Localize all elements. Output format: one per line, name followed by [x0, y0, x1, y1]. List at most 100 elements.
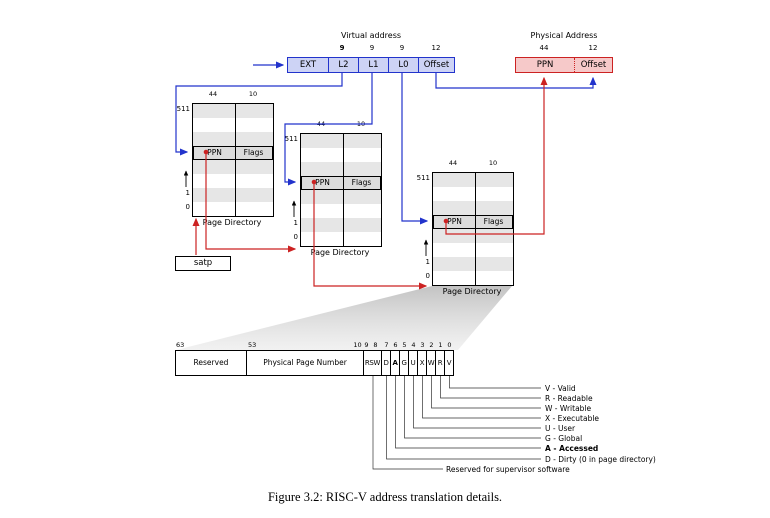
va-l0-bitwidth: 9 [399, 44, 405, 52]
physical-address-title: Physical Address [530, 31, 598, 40]
satp-register: satp [175, 256, 231, 271]
pte-bit-5: 5 [402, 341, 407, 349]
pd-row [433, 201, 513, 215]
pd3-index-0: 0 [425, 272, 430, 280]
pte-field-u: U [409, 350, 418, 376]
pd1-table: PPN Flags [192, 103, 274, 217]
legend-rsw: Reserved for supervisor software [446, 465, 570, 474]
connector-g [404, 376, 541, 439]
pd-row [433, 229, 513, 243]
pd-row [433, 271, 513, 285]
va-seg-offset: Offset [418, 58, 454, 72]
pte-field-a: A [391, 350, 400, 376]
pte-field-g: G [400, 350, 409, 376]
pte-format-box: Reserved Physical Page Number RSW D A G … [175, 350, 454, 376]
pd-column-divider [475, 173, 476, 285]
figure-caption: Figure 3.2: RISC-V address translation d… [267, 490, 503, 504]
connector-r [440, 376, 541, 399]
pd3-entry-ppn: PPN [447, 217, 462, 226]
pte-field-v: V [445, 350, 454, 376]
pd-row [301, 134, 381, 148]
pd3-selected-entry: PPN Flags [433, 215, 513, 229]
pte-field-d: D [382, 350, 391, 376]
connector-a [395, 376, 541, 449]
va-seg-l1: L1 [358, 58, 388, 72]
pd1-index-0: 0 [185, 203, 190, 211]
pd1-entry-ppn: PPN [207, 148, 222, 157]
pd3-index-511: 511 [416, 174, 430, 182]
pd-row [193, 174, 273, 188]
pd1-index-1: 1 [185, 189, 190, 197]
va-seg-ext: EXT [299, 60, 317, 70]
pd1-selected-entry: PPN Flags [193, 146, 273, 160]
connector-rsw [372, 376, 443, 470]
legend-writable: W - Writable [545, 404, 592, 413]
va-l2-bitwidth: 9 [339, 44, 345, 52]
legend-global: G - Global [545, 434, 583, 443]
pd-row [301, 218, 381, 232]
pd-row [193, 104, 273, 118]
pd-row [301, 148, 381, 162]
connector-v [449, 376, 541, 389]
pd3-flags-bits: 10 [488, 159, 498, 167]
pte-field-x: X [418, 350, 427, 376]
physical-address-box: PPN Offset [515, 57, 613, 73]
legend-readable: R - Readable [545, 394, 593, 403]
legend-dirty: D - Dirty (0 in page directory) [545, 455, 656, 464]
connector-w [431, 376, 541, 409]
pa-seg-ppn: PPN [536, 60, 554, 70]
pd-column-divider [343, 134, 344, 246]
pd-column-divider [235, 104, 236, 216]
va-offset-bitwidth: 12 [431, 44, 441, 52]
pd2-ppn-bits: 44 [316, 120, 326, 128]
legend-executable: X - Executable [545, 414, 600, 423]
pte-bit-63: 63 [176, 341, 185, 349]
pd-row [193, 188, 273, 202]
pd3-index-1: 1 [425, 258, 430, 266]
pa-ppn-bitwidth: 44 [539, 44, 549, 52]
pd2-table: PPN Flags [300, 133, 382, 247]
pte-bit-7: 7 [384, 341, 389, 349]
pd2-entry-ppn: PPN [315, 178, 330, 187]
pd-row [193, 132, 273, 146]
pd3-entry-flags: Flags [483, 217, 504, 226]
legend-accessed: A - Accessed [545, 444, 599, 453]
pte-bit-6: 6 [393, 341, 398, 349]
pd2-index-0: 0 [293, 233, 298, 241]
connector-x [422, 376, 541, 419]
pd1-entry-flags: Flags [243, 148, 264, 157]
pte-bit-4: 4 [411, 341, 416, 349]
pd1-caption: Page Directory [202, 218, 262, 227]
connector-d [386, 376, 541, 460]
pte-field-w: W [427, 350, 436, 376]
pd-row [433, 257, 513, 271]
pd-row [193, 202, 273, 216]
pa-seg-offset: Offset [574, 58, 612, 72]
pte-field-r: R [436, 350, 445, 376]
pd-row [301, 232, 381, 246]
virtual-address-box: EXT L2 L1 L0 Offset [287, 57, 455, 73]
pd3-table: PPN Flags [432, 172, 514, 286]
arrow-l0-to-pd3 [401, 73, 429, 225]
pte-bit-3: 3 [420, 341, 425, 349]
pd3-ppn-bits: 44 [448, 159, 458, 167]
pd-row [433, 173, 513, 187]
pd-row [433, 243, 513, 257]
pd-row [301, 204, 381, 218]
pd-row [301, 190, 381, 204]
pd-row [193, 160, 273, 174]
pd-row [433, 187, 513, 201]
pte-field-reserved: Reserved [175, 350, 247, 376]
pd2-index-511: 511 [284, 135, 298, 143]
pd-row [193, 118, 273, 132]
pte-bit-0: 0 [447, 341, 452, 349]
pte-bit-53: 53 [248, 341, 257, 349]
legend-user: U - User [545, 424, 576, 433]
pd2-index-1: 1 [293, 219, 298, 227]
pte-bit-8: 8 [373, 341, 378, 349]
legend-valid: V - Valid [545, 384, 576, 393]
pd2-flags-bits: 10 [356, 120, 366, 128]
pte-bit-10: 10 [353, 341, 362, 349]
